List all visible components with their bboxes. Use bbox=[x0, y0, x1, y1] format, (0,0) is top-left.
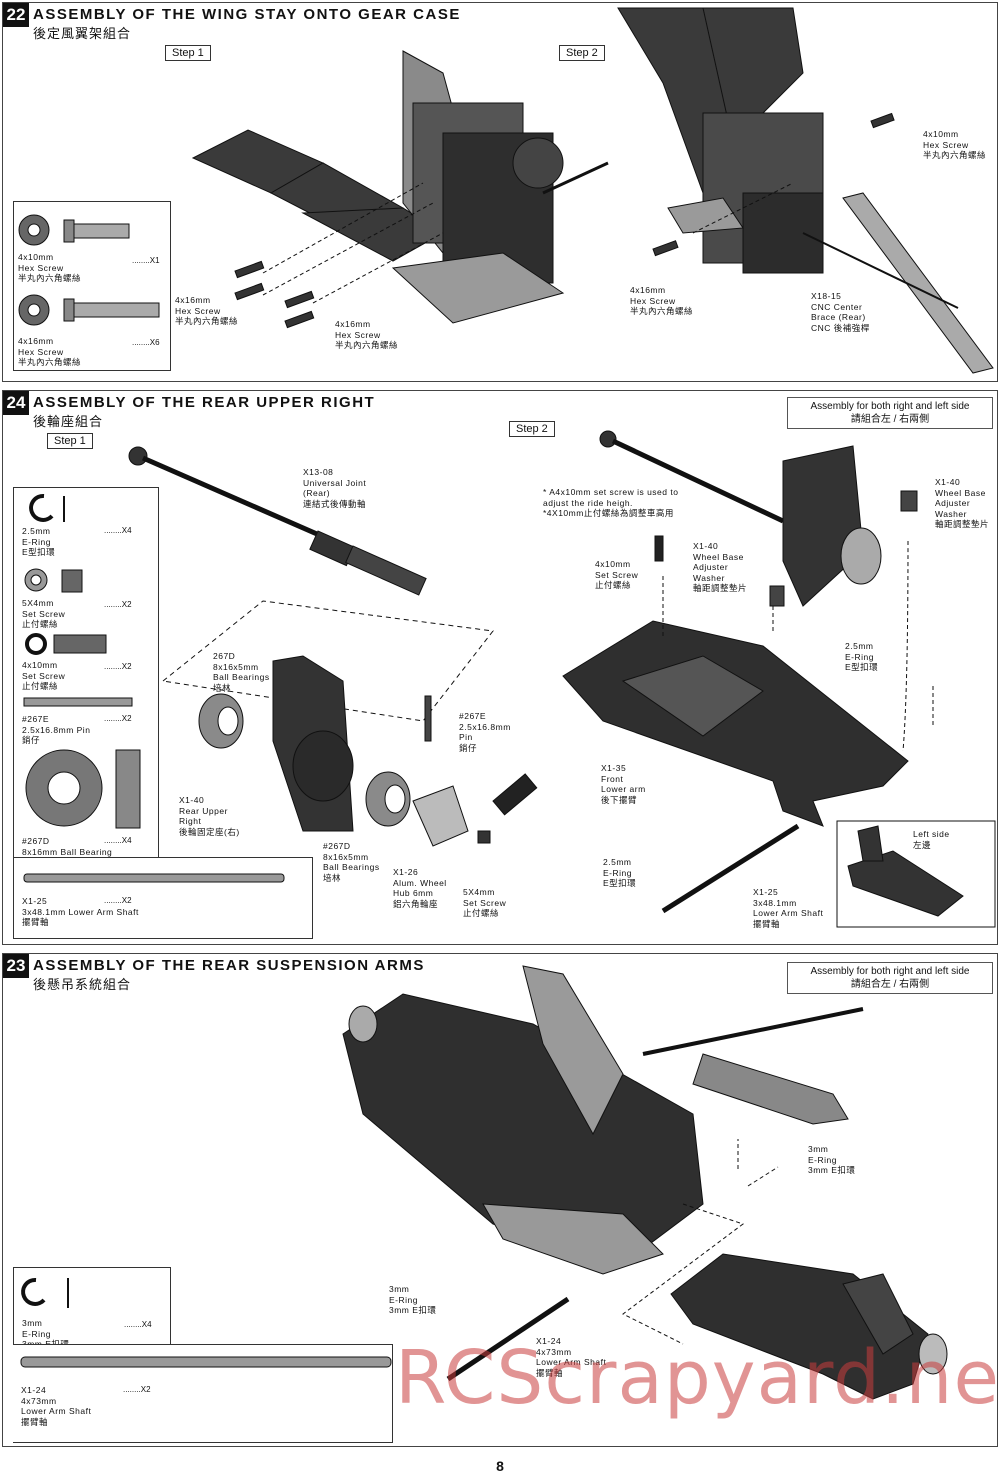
section-subtitle: 後懸吊系統組合 bbox=[33, 977, 132, 992]
hub-drawing bbox=[412, 695, 538, 847]
step-1-label: Step 1 bbox=[165, 45, 211, 61]
parts-drawings-24 bbox=[23, 493, 141, 829]
right-lower-arm-drawing bbox=[670, 1253, 948, 1400]
chassis-assembly-drawing bbox=[342, 965, 864, 1275]
part-qty: ........X2 bbox=[123, 1385, 151, 1394]
shaft-drawing bbox=[20, 1356, 392, 1368]
step-1-label: Step 1 bbox=[47, 433, 93, 449]
parts-drawings-22 bbox=[18, 214, 160, 326]
part-qty: ........X4 bbox=[124, 1320, 152, 1329]
part-qty: ........X1 bbox=[132, 256, 160, 265]
watermark: RCScrapyard.net bbox=[395, 1335, 1000, 1421]
screws-step1 bbox=[234, 260, 315, 329]
step-2-label: Step 2 bbox=[559, 45, 605, 61]
section-subtitle: 後輪座組合 bbox=[33, 414, 104, 429]
step-number: 23 bbox=[3, 954, 29, 978]
part-qty: ........X6 bbox=[132, 338, 160, 347]
part-qty: ........X4 bbox=[104, 836, 132, 845]
bearing-drawings bbox=[198, 693, 411, 827]
step2-drawing bbox=[617, 7, 994, 374]
step-2-label: Step 2 bbox=[509, 421, 555, 437]
left-side-inset-drawing bbox=[836, 820, 996, 928]
part-qty: ........X2 bbox=[104, 714, 132, 723]
section-24: 24 ASSEMBLY OF THE REAR UPPER RIGHT 後輪座組… bbox=[2, 390, 998, 945]
rear-suspension-illustration bbox=[342, 965, 948, 1400]
step-number: 22 bbox=[3, 3, 29, 27]
wing-stay-gearcase-illustration bbox=[191, 7, 994, 374]
parts-drawings-23 bbox=[21, 1277, 69, 1308]
step2-upright-drawing bbox=[599, 430, 918, 607]
step-number: 24 bbox=[3, 391, 29, 415]
section-title: ASSEMBLY OF THE REAR SUSPENSION ARMS bbox=[33, 957, 425, 974]
section-subtitle: 後定風翼架組合 bbox=[33, 26, 132, 41]
section-23: 23 ASSEMBLY OF THE REAR SUSPENSION ARMS … bbox=[2, 953, 998, 1447]
universal-joint-drawing bbox=[128, 446, 427, 596]
part-qty: ........X2 bbox=[104, 896, 132, 905]
wing-stay-drawing bbox=[191, 50, 609, 324]
shaft-drawing bbox=[23, 873, 285, 883]
part-qty: ........X2 bbox=[104, 600, 132, 609]
section-22: 22 ASSEMBLY OF THE WING STAY ONTO GEAR C… bbox=[2, 2, 998, 382]
part-qty: ........X2 bbox=[104, 662, 132, 671]
rear-upper-illustration bbox=[128, 430, 996, 928]
upright-drawing bbox=[272, 655, 354, 832]
part-qty: ........X4 bbox=[104, 526, 132, 535]
lower-arm-drawing bbox=[562, 620, 909, 827]
section-title: ASSEMBLY OF THE REAR UPPER RIGHT bbox=[33, 394, 376, 411]
section-title: ASSEMBLY OF THE WING STAY ONTO GEAR CASE bbox=[33, 6, 461, 23]
ride-height-note: * A4x10mm set screw is used to adjust th… bbox=[543, 487, 679, 518]
page-number: 8 bbox=[496, 1458, 504, 1474]
